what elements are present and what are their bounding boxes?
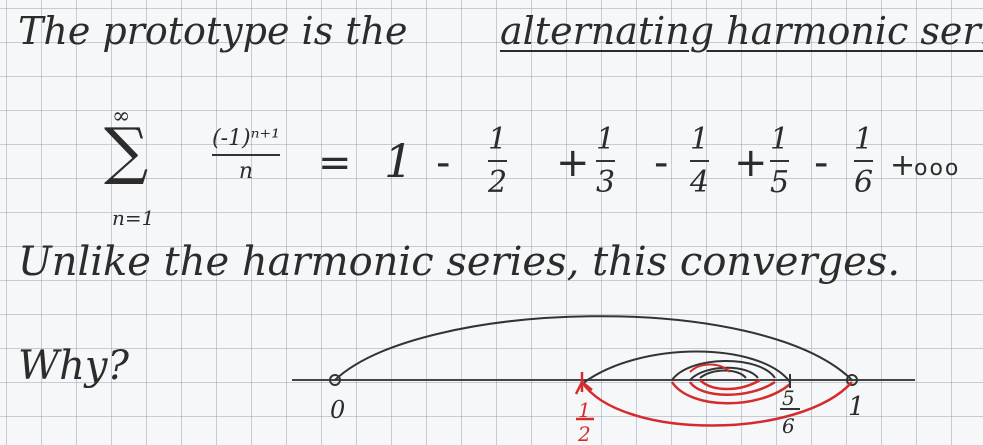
summand-numerator: (-1)ⁿ⁺¹ [212, 126, 280, 151]
point-zero [329, 374, 341, 386]
arc-zero-to-one [334, 315, 853, 381]
fraction-bar [212, 154, 280, 156]
red-arc-5 [689, 363, 731, 373]
sum-lower-limit: n=1 [112, 206, 155, 230]
label-five-sixths-denominator: 6 [782, 414, 795, 438]
red-arc-4 [699, 378, 761, 391]
summation-symbol: ∑ [104, 114, 149, 187]
label-half-denominator: 2 [578, 422, 591, 445]
label-half-numerator: 1 [578, 398, 591, 422]
converges-statement: Unlike the harmonic series, this converg… [18, 239, 901, 285]
summand-denominator: n [238, 159, 254, 184]
fraction-one-fourth: 1 4 [690, 122, 710, 200]
fraction-denominator: 2 [488, 165, 508, 200]
fraction-one-third: 1 3 [596, 122, 616, 200]
spiral-arc-3 [699, 369, 747, 379]
equals-sign: = [318, 140, 352, 186]
first-term: 1 [384, 134, 414, 188]
operator-6: + [890, 148, 916, 183]
fraction-numerator: 1 [488, 122, 508, 157]
point-one [846, 374, 858, 386]
fraction-bar [770, 160, 790, 162]
label-one: 1 [848, 392, 865, 422]
arc-half-to-five-sixths [581, 350, 791, 385]
red-arc-3 [688, 380, 776, 396]
operator-3: - [654, 140, 669, 186]
why-question: Why? [18, 343, 129, 389]
operator-1: - [436, 140, 451, 186]
fraction-one-sixth: 1 6 [854, 122, 874, 200]
intro-text: The prototype is the [18, 9, 408, 53]
fraction-bar [854, 160, 874, 162]
label-zero: 0 [330, 396, 346, 424]
fraction-denominator: 6 [854, 165, 874, 200]
sum-upper-limit: ∞ [112, 104, 131, 129]
fraction-numerator: 1 [596, 122, 616, 157]
ellipsis: ooo [914, 156, 961, 181]
fraction-denominator: 4 [690, 165, 710, 200]
fraction-denominator: 5 [770, 165, 790, 200]
summand-fraction: (-1)ⁿ⁺¹ n [212, 126, 280, 184]
fraction-one-fifth: 1 5 [770, 122, 790, 200]
red-arc-one-to-half [580, 381, 853, 427]
fraction-bar [690, 160, 710, 162]
fraction-denominator: 3 [596, 165, 616, 200]
red-arc-2 [670, 381, 791, 405]
fraction-numerator: 1 [854, 122, 874, 157]
fraction-one-half: 1 2 [488, 122, 508, 200]
fraction-numerator: 1 [690, 122, 710, 157]
fraction-bar [488, 160, 508, 162]
label-five-sixths-numerator: 5 [782, 386, 795, 410]
operator-4: + [734, 140, 768, 186]
alternating-harmonic-series-title: alternating harmonic series [500, 9, 983, 53]
operator-2: + [556, 140, 590, 186]
spiral-arc-1 [671, 360, 776, 381]
fraction-numerator: 1 [770, 122, 790, 157]
fraction-bar [596, 160, 616, 162]
operator-5: - [814, 140, 829, 186]
